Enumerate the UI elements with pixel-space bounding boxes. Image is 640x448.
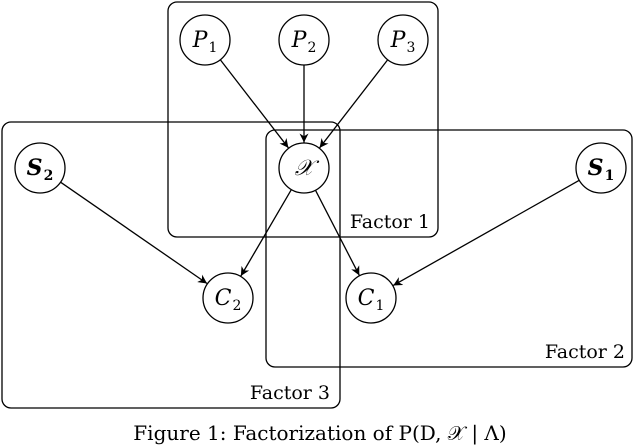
node-circle [14,142,66,194]
node-label: S2 [27,155,54,184]
node-label: P1 [192,28,218,56]
node-circle [345,272,397,324]
edge-p3-to-x [319,59,389,149]
factor-plate-2: Factor 2 [265,129,633,368]
node-label: C2 [215,286,242,314]
node-circle [278,14,330,66]
node-c1: C1 [345,272,397,324]
node-p3: P3 [377,14,429,66]
factor-label: Factor 1 [350,211,430,233]
node-p2: P2 [278,14,330,66]
factor-plates: Factor 1 Factor 2 Factor 3 [1,1,633,409]
factor-plate-3: Factor 3 [1,121,341,409]
node-p1: P1 [179,14,231,66]
factor-box [167,1,439,238]
node-circle [179,14,231,66]
edge-s2-to-c2 [60,181,208,285]
figure-caption: Figure 1: Factorization of P(D, 𝒳 | Λ) [133,421,507,445]
edge-x-to-c1 [314,189,360,276]
edge-s1-to-c1 [392,179,580,287]
factor-plate-1: Factor 1 [167,1,439,238]
node-circle [278,142,330,194]
factor-box [1,121,341,409]
node-label: C1 [358,286,385,314]
factor-label: Factor 2 [545,341,625,363]
node-c2: C2 [202,272,254,324]
node-s2: S2 [14,142,66,194]
node-s1: S1 [575,142,627,194]
node-circle [202,272,254,324]
node-circle [377,14,429,66]
edges [60,59,580,287]
factor-label: Factor 3 [250,382,330,404]
edge-p1-to-x [219,59,289,149]
node-label: P2 [291,28,317,56]
node-label: S1 [588,155,615,184]
node-circle [575,142,627,194]
edge-x-to-c2 [240,189,292,277]
node-label: P3 [390,28,416,56]
factor-box [265,129,633,368]
node-x: 𝒳 [278,142,330,194]
